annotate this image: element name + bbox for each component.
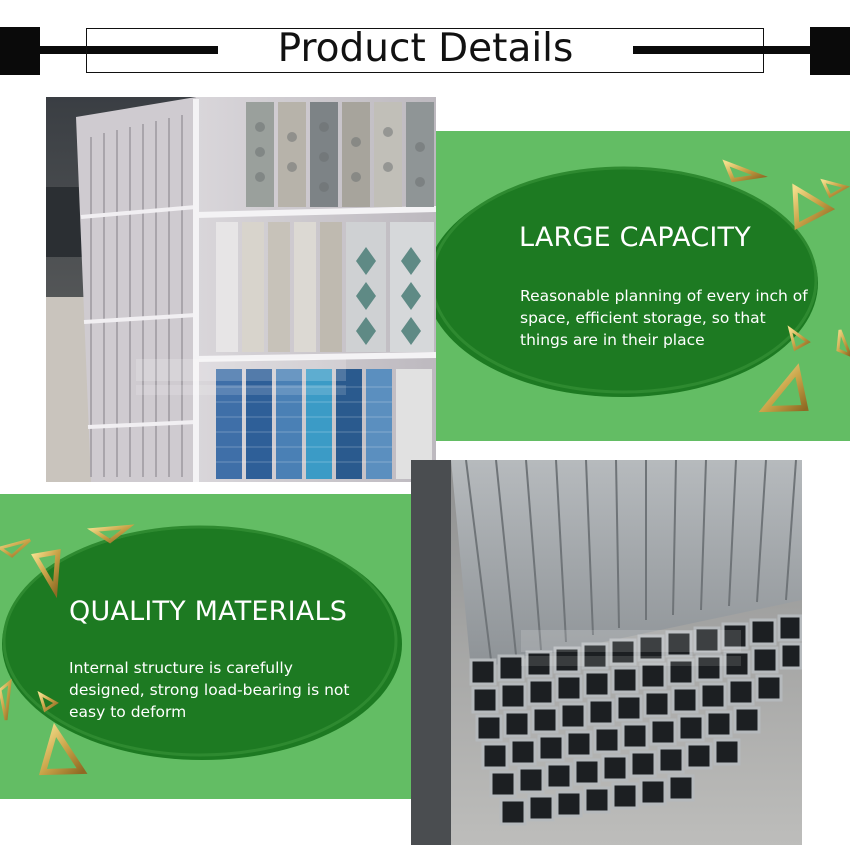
feature-description-large-capacity: Reasonable planning of every inch of spa… [520, 287, 808, 349]
header-left-bar [0, 27, 40, 75]
header-right-bar [810, 27, 850, 75]
feature-description-quality-materials: Internal structure is carefully designed… [69, 659, 350, 721]
aluminum-tubes-photo [411, 460, 802, 845]
page-title: Product Details [277, 26, 574, 71]
display-rack-photo [46, 97, 436, 482]
feature-title-large-capacity: LARGE CAPACITY [519, 222, 751, 253]
header-right-line [633, 46, 810, 54]
feature-title-quality-materials: QUALITY MATERIALS [69, 596, 348, 627]
header-left-line [40, 46, 218, 54]
feature-band-quality-materials [0, 494, 425, 799]
